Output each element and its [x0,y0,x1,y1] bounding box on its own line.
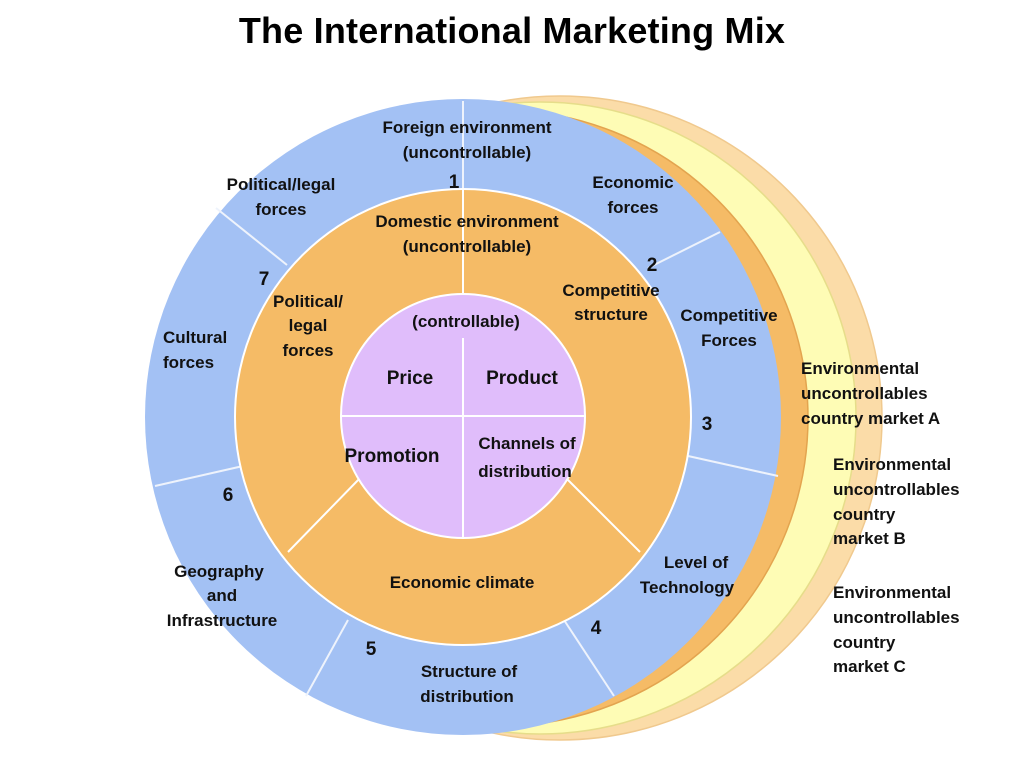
competitive-structure-label: structure [574,305,648,324]
market-c-label: market C [833,657,906,676]
domestic-political-legal-label: Political/ [273,292,343,311]
cultural-forces-label: forces [163,353,214,372]
segment-number-5: 5 [366,639,377,660]
market-b-label: Environmental [833,455,951,474]
page-title: The International Marketing Mix [238,10,786,51]
market-a-label: Environmental [801,359,919,378]
segment-number-3: 3 [702,414,713,435]
market-b-label: market B [833,529,906,548]
structure-of-distribution-label: distribution [420,687,513,706]
market-b-label: uncontrollables [833,480,960,499]
geography-infrastructure-label: Geography [174,562,264,581]
segment-number-6: 6 [223,485,234,506]
geography-infrastructure-label: Infrastructure [167,611,278,630]
controllable-label: (controllable) [412,312,520,331]
segment-number-1: 1 [449,172,460,193]
market-a-label: country market A [801,409,940,428]
market-b-label: country [833,505,896,524]
structure-of-distribution-label: Structure of [421,662,518,681]
geography-infrastructure-label: and [207,586,237,605]
competitive-forces-label: Competitive [680,306,777,325]
economic-climate-label: Economic climate [390,573,535,592]
domestic-political-legal-label: forces [282,341,333,360]
cultural-forces-label: Cultural [163,328,227,347]
price-label: Price [387,368,433,389]
competitive-forces-label: Forces [701,331,757,350]
market-c-label: uncontrollables [833,608,960,627]
channels-of-distribution-label: distribution [478,462,571,481]
domestic-segment-dividers [287,189,641,553]
segment-number-2: 2 [647,255,658,276]
product-label: Product [486,368,558,389]
domestic-environment-label: Domestic environment [375,212,559,231]
domestic-environment-sublabel: (uncontrollable) [403,237,531,256]
economic-forces-label: Economic [592,173,673,192]
level-of-technology-label: Technology [640,578,735,597]
core-quadrant-dividers [341,338,585,538]
foreign-environment-sublabel: (uncontrollable) [403,143,531,162]
domestic-political-legal-label: legal [289,316,328,335]
market-a-label: uncontrollables [801,384,928,403]
segment-number-7: 7 [259,269,270,290]
foreign-environment-label: Foreign environment [382,118,551,137]
market-c-label: Environmental [833,583,951,602]
economic-forces-label: forces [607,198,658,217]
channels-of-distribution-label: Channels of [478,434,576,453]
market-c-label: country [833,633,896,652]
segment-number-4: 4 [591,618,602,639]
promotion-label: Promotion [345,446,440,467]
foreign-segment-dividers [154,101,779,697]
political-legal-forces-label: Political/legal [227,175,336,194]
level-of-technology-label: Level of [664,553,729,572]
political-legal-forces-label: forces [255,200,306,219]
competitive-structure-label: Competitive [562,281,659,300]
